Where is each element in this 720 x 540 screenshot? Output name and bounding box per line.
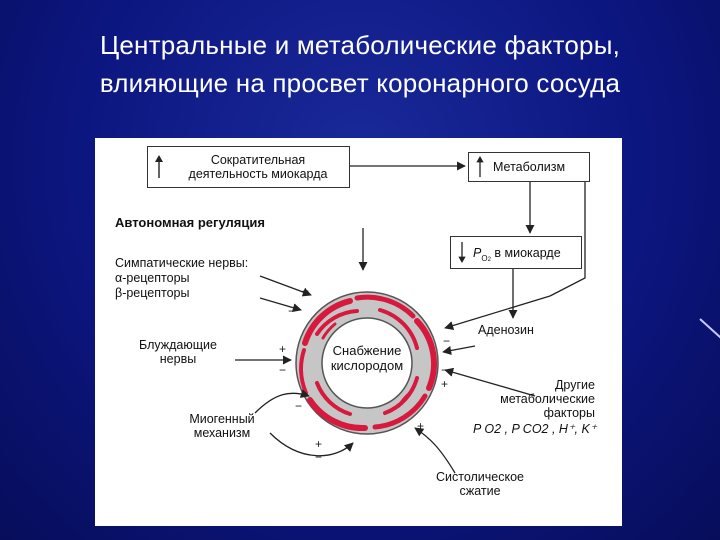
myocardial-activity-label: Сократительная деятельность миокарда bbox=[170, 153, 346, 181]
other-factors-line-1: Другие bbox=[554, 378, 595, 392]
sympathetic-nerves-label: Симпатические нервы: α-рецепторы β-рецеп… bbox=[115, 256, 248, 301]
systolic-line-2: сжатие bbox=[459, 484, 501, 498]
sign-other-minus: − bbox=[441, 363, 449, 377]
metabolism-label: Метаболизм bbox=[493, 160, 566, 174]
sign-beta-minus: − bbox=[288, 304, 296, 318]
oxygen-supply-line-2: кислородом bbox=[330, 358, 404, 373]
sympathetic-line-3: β-рецепторы bbox=[115, 286, 190, 300]
sign-vagus-minus: − bbox=[279, 363, 287, 377]
title-line-2: влияющие на просвет коронарного сосуда bbox=[99, 68, 621, 98]
myogenic-line-2: механизм bbox=[193, 426, 251, 440]
sign-other-plus: + bbox=[441, 377, 449, 391]
po2-subscript-2: 2 bbox=[487, 256, 491, 263]
sign-myogenic-minus-2: − bbox=[315, 450, 323, 464]
vagus-line-1: Блуждающие bbox=[139, 338, 217, 352]
po2-subscript: O bbox=[481, 253, 488, 263]
title-line-1: Центральные и метаболические факторы, bbox=[99, 30, 621, 60]
sign-systolic-plus: + bbox=[417, 419, 425, 433]
adenosine-label: Аденозин bbox=[478, 323, 534, 337]
po2-text: в миокарде bbox=[494, 246, 561, 260]
decorative-line bbox=[699, 318, 720, 340]
sign-adenosine-minus: − bbox=[443, 334, 451, 348]
sign-alpha-plus: + bbox=[302, 284, 310, 298]
po2-symbol: P bbox=[473, 246, 482, 260]
increase-arrow-icon bbox=[155, 155, 163, 178]
other-factors-line-2: метаболические bbox=[500, 392, 595, 406]
diagram-panel: Сократительная деятельность миокарда Мет… bbox=[95, 138, 622, 526]
increase-arrow-icon bbox=[476, 156, 484, 178]
oxygen-supply-line-1: Снабжение bbox=[332, 343, 402, 358]
sign-myogenic-plus: + bbox=[315, 437, 323, 451]
sign-myogenic-minus: − bbox=[295, 399, 303, 413]
metabolism-box: Метаболизм bbox=[468, 152, 590, 182]
oxygen-supply-label: Снабжение кислородом bbox=[317, 343, 417, 373]
diagram-graphics bbox=[235, 161, 586, 474]
slide-title: Центральные и метаболические факторы, вл… bbox=[0, 26, 720, 102]
myocardial-activity-line-2: деятельность миокарда bbox=[188, 167, 328, 181]
other-factors-line-3: факторы bbox=[543, 406, 595, 420]
vagus-line-2: нервы bbox=[159, 352, 197, 366]
myogenic-mechanism-label: Миогенный механизм bbox=[177, 412, 267, 440]
myogenic-line-1: Миогенный bbox=[189, 412, 255, 426]
vagus-nerves-label: Блуждающие нервы bbox=[133, 338, 223, 366]
myocardial-activity-line-1: Сократительная bbox=[210, 153, 306, 167]
other-factors-line-4: P O2 , P CO2 , H⁺, K⁺ bbox=[473, 422, 597, 436]
decrease-arrow-icon bbox=[458, 241, 466, 263]
systolic-compression-label: Систолическое сжатие bbox=[425, 470, 535, 498]
sympathetic-line-1: Симпатические нервы: bbox=[115, 256, 249, 270]
vessel-inner-ring bbox=[321, 317, 413, 409]
po2-box: PO2 в миокарде bbox=[450, 236, 582, 269]
sign-vagus-plus: + bbox=[279, 342, 287, 356]
myocardial-activity-box: Сократительная деятельность миокарда bbox=[147, 146, 350, 188]
other-factors-label: Другие метаболические факторы P O2 , P C… bbox=[473, 378, 597, 436]
diagram-arrows bbox=[235, 161, 586, 474]
po2-label: PO2 в миокарде bbox=[473, 246, 561, 267]
systolic-line-1: Систолическое bbox=[435, 470, 525, 484]
autonomic-regulation-label: Автономная регуляция bbox=[115, 215, 265, 230]
sympathetic-line-2: α-рецепторы bbox=[115, 271, 190, 285]
